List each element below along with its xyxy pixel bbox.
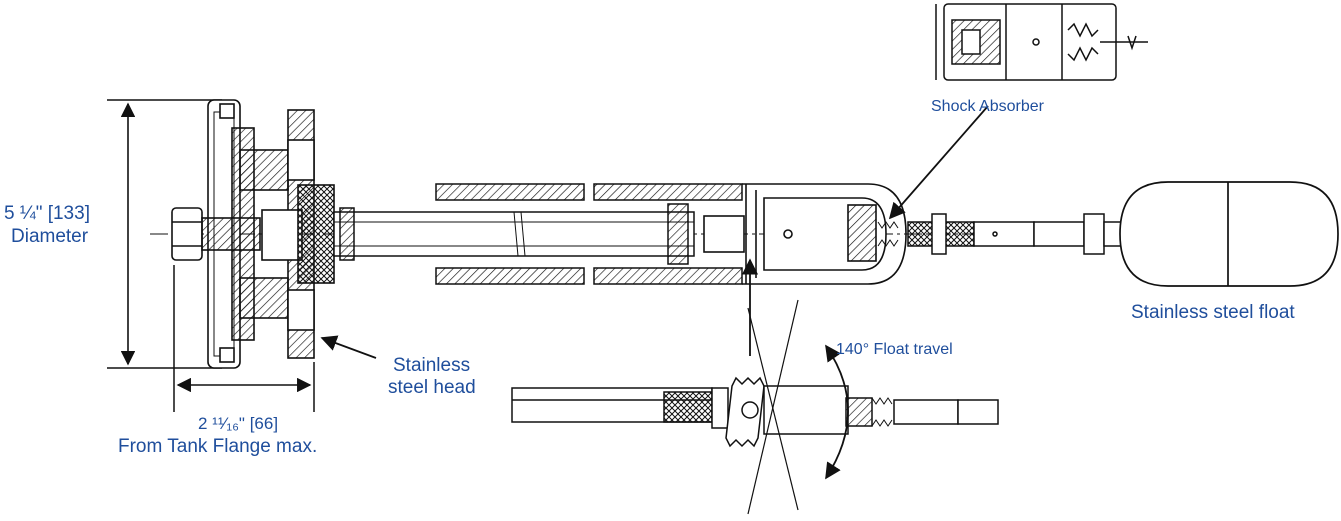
label-head-line2: steel head	[388, 377, 476, 398]
label-head-line1: Stainless	[393, 355, 471, 376]
head-assembly	[171, 99, 335, 369]
magnet-housing	[703, 183, 907, 285]
pointer-arrows	[320, 105, 989, 359]
float-travel-detail	[511, 376, 999, 448]
label-float: Stainless steel float	[1131, 302, 1295, 323]
label-flange-line2: From Tank Flange max.	[118, 436, 318, 457]
float-body	[1119, 181, 1339, 287]
label-diameter-word: Diameter	[11, 226, 89, 247]
float-arm	[907, 213, 1129, 255]
float-travel-arc	[747, 299, 849, 515]
outer-tube	[435, 183, 743, 285]
flange-dimension	[173, 265, 315, 412]
diameter-dimension	[107, 99, 222, 369]
label-flange-value: 2 ¹¹⁄₁₆" [66]	[198, 414, 279, 433]
label-float-travel: 140° Float travel	[836, 341, 953, 358]
shock-absorber-detail	[935, 3, 1148, 81]
stem	[333, 203, 695, 265]
label-shock-absorber: Shock Absorber	[931, 98, 1044, 115]
label-diameter-value: 5 ¼" [133]	[4, 203, 90, 224]
